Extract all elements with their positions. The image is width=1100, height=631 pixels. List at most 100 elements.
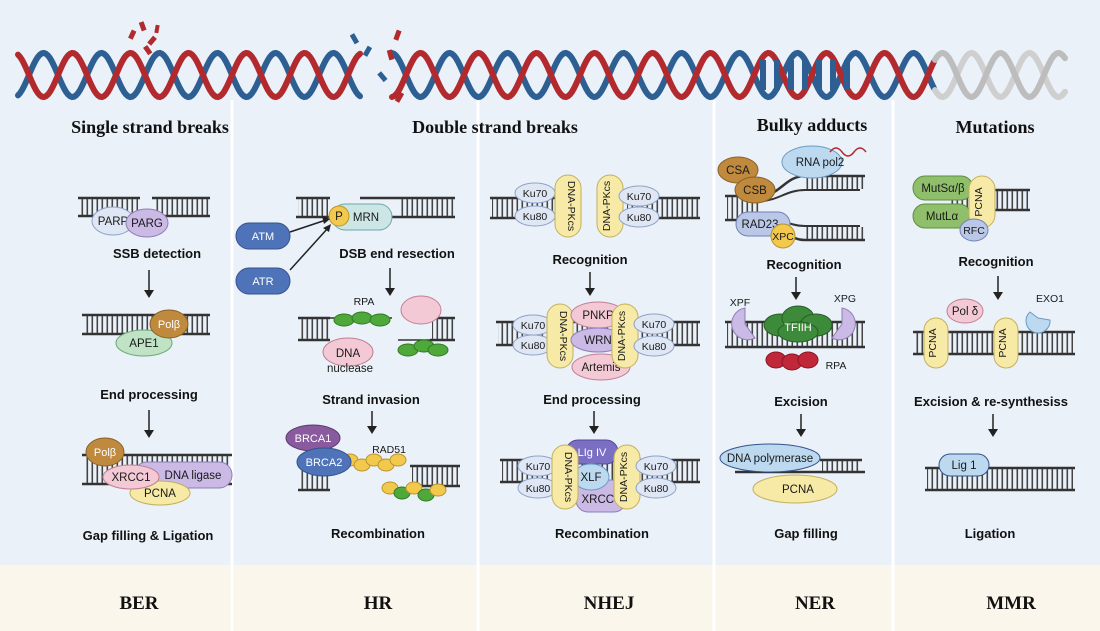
- rna-pol2-label: RNA pol2: [796, 157, 845, 169]
- ku80-label: Ku80: [523, 211, 548, 223]
- ber-step-gap-filling-ligation: Gap filling & Ligation: [83, 528, 214, 543]
- rpa-label: RPA: [826, 360, 847, 372]
- tfiih-protein: [763, 305, 833, 343]
- rna-pol2-protein: [781, 145, 843, 179]
- hr-step-dsb-end-resection: DSB end resection: [339, 246, 455, 261]
- exo1-label: EXO1: [1036, 293, 1064, 305]
- base-pair: [774, 60, 780, 90]
- mutla-label: MutLα: [926, 211, 959, 223]
- phosphate-label: P: [335, 211, 343, 223]
- pcna-label: PCNA: [782, 484, 814, 496]
- ku70-protein: [635, 455, 677, 477]
- ape1-label: APE1: [129, 338, 158, 350]
- ku70-label: Ku70: [642, 319, 667, 331]
- footer-band: [0, 565, 1100, 631]
- nhej-panel: Ku70 Ku80 DNA-PKcs DNA-PKcs Ku70 Ku80 Re…: [490, 174, 700, 541]
- xpg-label: XPG: [834, 293, 856, 305]
- xpf-protein: [731, 307, 756, 341]
- mmr-step-recognition: Recognition: [958, 254, 1033, 269]
- atm-label: ATM: [252, 231, 274, 243]
- dna-ligase-label: DNA ligase: [165, 470, 222, 482]
- dna-pkcs-label: DNA-PKcs: [557, 311, 569, 361]
- mmr-step-excision-resynthesis: Excision & re-synthesiss: [914, 394, 1068, 409]
- pcna-label: PCNA: [973, 187, 985, 216]
- pcna-protein: [923, 317, 949, 369]
- xrcc1-label: XRCC1: [112, 472, 151, 484]
- ku70-label: Ku70: [521, 320, 546, 332]
- pnkp-label: PNKP: [582, 310, 614, 322]
- nhej-step-end-processing: End processing: [543, 392, 641, 407]
- ku80-protein: [635, 477, 677, 499]
- arrow-icon: [144, 270, 154, 298]
- lig1-protein: [938, 453, 990, 477]
- base-pair: [816, 60, 822, 90]
- ku80-protein: [633, 335, 675, 357]
- ku80-label: Ku80: [521, 340, 546, 352]
- arrow-icon: [385, 268, 395, 296]
- pol-delta-label: Pol δ: [952, 306, 978, 318]
- arrow-icon: [589, 411, 599, 434]
- dna-pkcs-label: DNA-PKcs: [565, 181, 577, 231]
- dna-double-helix: [15, 49, 1068, 101]
- mmr-step-ligation: Ligation: [965, 526, 1016, 541]
- header-double-strand-breaks: Double strand breaks: [412, 117, 578, 137]
- lig4-label: LIg IV: [578, 447, 607, 459]
- dna-pkcs-label: DNA-PKcs: [601, 181, 613, 231]
- base-pair: [844, 60, 850, 90]
- ku70-label: Ku70: [644, 461, 669, 473]
- xpf-label: XPF: [730, 297, 750, 309]
- footer-mmr: MMR: [986, 593, 1036, 614]
- phosphate-icon: [328, 205, 350, 227]
- arrow-icon: [585, 272, 595, 296]
- atr-label: ATR: [252, 276, 273, 288]
- nhej-step-recombination: Recombination: [555, 526, 649, 541]
- ku80-protein: [618, 206, 660, 228]
- arrow-icon: [988, 414, 998, 437]
- atm-protein: [235, 222, 291, 250]
- xpc-label: XPC: [772, 231, 794, 243]
- brca1-label: BRCA1: [295, 433, 332, 445]
- polb-label: Polβ: [94, 447, 116, 459]
- parg-label: PARG: [131, 218, 163, 230]
- base-pair: [802, 60, 808, 90]
- dna-pkcs-protein: [596, 174, 624, 238]
- pcna-label: PCNA: [927, 328, 939, 357]
- rpa-protein: [765, 351, 819, 371]
- pol-delta-protein: [946, 298, 984, 324]
- ku80-label: Ku80: [526, 483, 551, 495]
- ner-step-gap-filling: Gap filling: [774, 526, 838, 541]
- dna-polymerase-protein: [719, 443, 821, 473]
- pcna-label: PCNA: [997, 328, 1009, 357]
- ber-step-end-processing: End processing: [100, 387, 198, 402]
- dna-ladder: [298, 316, 455, 342]
- csa-label: CSA: [726, 165, 750, 177]
- dna-strand: [389, 49, 937, 101]
- atr-protein: [235, 267, 291, 295]
- lig1-label: Lig 1: [952, 460, 977, 472]
- arrow-icon: [367, 411, 377, 434]
- xpg-protein: [831, 307, 856, 341]
- ku80-label: Ku80: [644, 483, 669, 495]
- dna-polymerase-label: DNA polymerase: [727, 453, 813, 465]
- ku70-label: Ku70: [523, 188, 548, 200]
- ape1-protein: [115, 329, 173, 357]
- base-pair: [760, 60, 766, 90]
- polb-label: Polβ: [158, 319, 180, 331]
- dna-nuclease-protein: [322, 337, 374, 367]
- footer-hr: HR: [364, 593, 393, 614]
- mutsab-label: MutSα/β: [921, 183, 965, 195]
- nhej-step-recognition: Recognition: [552, 252, 627, 267]
- xrcc1-protein: [102, 464, 160, 490]
- hr-step-recombination: Recombination: [331, 526, 425, 541]
- ku80-label: Ku80: [642, 341, 667, 353]
- dna-pkcs-protein: [554, 174, 582, 238]
- ku70-protein: [633, 313, 675, 335]
- dna-pkcs-protein: [611, 303, 639, 369]
- arrow-icon: [993, 276, 1003, 300]
- dna-pkcs-label: DNA-PKcs: [618, 452, 630, 502]
- ku70-protein: [618, 185, 660, 207]
- ner-step-recognition: Recognition: [766, 257, 841, 272]
- arrow-icon: [791, 277, 801, 300]
